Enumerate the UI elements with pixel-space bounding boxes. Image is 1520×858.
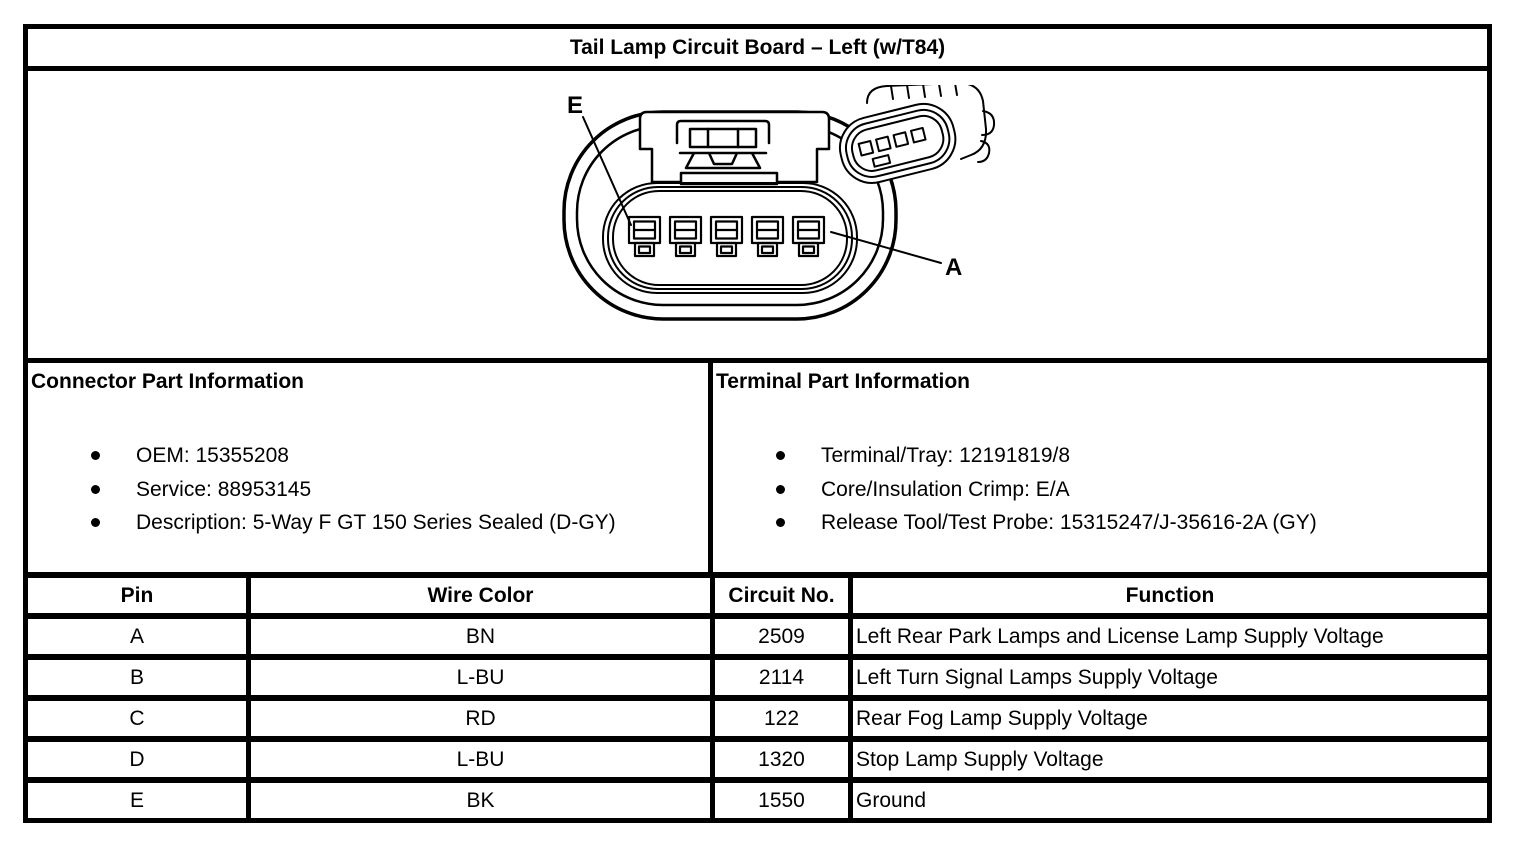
terminal-part-info-heading: Terminal Part Information	[716, 370, 970, 393]
pin-table-header-row: Pin Wire Color Circuit No. Function	[28, 572, 1487, 613]
terminal-d	[668, 215, 703, 258]
wire-color-cell: BN	[246, 619, 710, 654]
connector-3d-view	[838, 85, 996, 184]
pin-table: Pin Wire Color Circuit No. Function A BN…	[28, 572, 1487, 818]
list-item: Service: 88953145	[31, 473, 706, 507]
wire-color-column-header: Wire Color	[246, 578, 710, 613]
connector-part-info-list: OEM: 15355208 Service: 88953145 Descript…	[31, 439, 706, 540]
connector-front-view: E A	[562, 85, 996, 321]
terminal-part-info-section: Terminal Part Information Terminal/Tray:…	[713, 363, 1487, 572]
terminal-e	[627, 215, 662, 258]
pin-cell: E	[129, 788, 144, 812]
table-row: E BK 1550 Ground	[28, 777, 1487, 818]
pin-a-label: A	[945, 254, 962, 281]
connector-part-info-section: Connector Part Information OEM: 15355208…	[28, 363, 713, 572]
seal-ring	[602, 182, 858, 294]
page-title: Tail Lamp Circuit Board – Left (w/T84)	[28, 29, 1487, 71]
wire-color-cell: L-BU	[246, 742, 710, 777]
lock-housing	[638, 110, 831, 186]
table-row: C RD 122 Rear Fog Lamp Supply Voltage	[28, 695, 1487, 736]
pin-cell: D	[129, 747, 145, 771]
terminal-b	[750, 215, 785, 258]
pin-cell: B	[129, 665, 144, 689]
terminal-a	[791, 215, 826, 258]
table-row: A BN 2509 Left Rear Park Lamps and Licen…	[28, 613, 1487, 654]
connector-sheet: Tail Lamp Circuit Board – Left (w/T84)	[23, 24, 1492, 823]
function-cell: Left Turn Signal Lamps Supply Voltage	[848, 660, 1487, 695]
terminal-c	[709, 215, 744, 258]
list-item: OEM: 15355208	[31, 439, 706, 473]
list-item: Core/Insulation Crimp: E/A	[716, 473, 1485, 507]
pin-cell: A	[129, 624, 144, 648]
function-cell: Stop Lamp Supply Voltage	[848, 742, 1487, 777]
pin-e-leader-line	[582, 116, 632, 226]
pin-a-leader-line	[830, 231, 942, 264]
terminal-cavities	[627, 215, 826, 258]
pin-e-label: E	[567, 92, 583, 119]
connector-diagram-area: E A	[28, 71, 1487, 363]
terminal-part-info-list: Terminal/Tray: 12191819/8 Core/Insulatio…	[716, 439, 1485, 540]
table-row: B L-BU 2114 Left Turn Signal Lamps Suppl…	[28, 654, 1487, 695]
connector-part-info-heading: Connector Part Information	[31, 370, 305, 393]
table-row: D L-BU 1320 Stop Lamp Supply Voltage	[28, 736, 1487, 777]
function-column-header: Function	[848, 578, 1487, 613]
function-cell: Ground	[848, 783, 1487, 818]
circuit-no-cell: 122	[710, 701, 848, 736]
circuit-no-cell: 1320	[710, 742, 848, 777]
function-cell: Left Rear Park Lamps and License Lamp Su…	[848, 619, 1487, 654]
list-item: Terminal/Tray: 12191819/8	[716, 439, 1485, 473]
circuit-no-cell: 2509	[710, 619, 848, 654]
circuit-no-cell: 1550	[710, 783, 848, 818]
circuit-no-column-header: Circuit No.	[710, 578, 848, 613]
pin-column-header: Pin	[120, 583, 154, 607]
wire-color-cell: BK	[246, 783, 710, 818]
function-cell: Rear Fog Lamp Supply Voltage	[848, 701, 1487, 736]
wire-color-cell: L-BU	[246, 660, 710, 695]
part-information-row: Connector Part Information OEM: 15355208…	[28, 363, 1487, 572]
list-item: Release Tool/Test Probe: 15315247/J-3561…	[716, 506, 1485, 540]
list-item: Description: 5-Way F GT 150 Series Seale…	[31, 506, 706, 540]
circuit-no-cell: 2114	[710, 660, 848, 695]
pin-cell: C	[129, 706, 145, 730]
wire-color-cell: RD	[246, 701, 710, 736]
